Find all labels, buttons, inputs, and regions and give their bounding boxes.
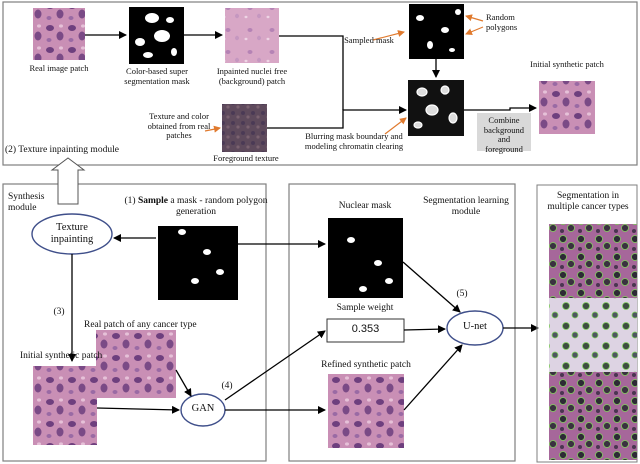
result-tile-1: [549, 224, 637, 298]
texture-note-label: Texture and color obtained from real pat…: [147, 111, 211, 141]
step3-label: (3): [53, 307, 65, 317]
synthesis-module-frame: [2, 183, 267, 462]
nuclear-mask-label: Nuclear mask: [338, 201, 392, 211]
initial-synthetic-patch-top: [539, 81, 595, 134]
sampled-nuclear-mask: [158, 226, 238, 300]
color-mask-blobs: [135, 13, 177, 58]
foreground-texture-patch: [222, 104, 267, 152]
real-patch-label: Real patch of any cancer type: [84, 320, 197, 330]
result-tile-3: [549, 372, 637, 460]
refined-patch-label: Refined synthetic patch: [321, 360, 411, 370]
step1-label: (1) Sample a mask - random polygon gener…: [118, 196, 274, 217]
sampled-mask-label: Sampled mask: [344, 35, 394, 45]
refined-synthetic-patch: [328, 374, 404, 448]
sample-weight-box: [326, 318, 405, 343]
combine-label: Combine background and foreground: [483, 115, 525, 154]
sample-weight-label: Sample weight: [336, 303, 394, 313]
combine-box: [477, 113, 531, 151]
segmentation-module-frame: [288, 183, 516, 462]
step1-number: (1): [124, 196, 136, 206]
blurring-label: Blurring mask boundary and modeling chro…: [304, 131, 404, 151]
segmentation-module-title: Segmentation learning module: [423, 196, 509, 217]
initial-synthetic-patch: [33, 366, 97, 445]
inpainted-background-patch: [225, 8, 279, 63]
nuclear-mask-shapes: [347, 237, 393, 292]
step4-label: (4): [221, 381, 233, 391]
sampled-mask-polygons: [416, 9, 461, 52]
sampled-nuclear-mask-shapes: [178, 229, 224, 284]
real-image-patch: [33, 8, 85, 60]
real-patch-any-cancer: [96, 330, 176, 398]
step1-bold: Sample: [137, 196, 169, 206]
nuclear-mask-image: [328, 218, 403, 298]
initial-synthetic-label: Initial synthetic patch: [20, 351, 103, 361]
initial-synthetic-top-label: Initial synthetic patch: [530, 59, 604, 69]
foreground-texture-label: Foreground texture: [213, 153, 279, 163]
inpainting-module-title: (2) Texture inpainting module: [5, 145, 119, 155]
step5-label: (5): [456, 289, 468, 299]
module-link-arrow: [50, 157, 86, 205]
real-image-patch-label: Real image patch: [29, 63, 89, 73]
color-mask-label: Color-based super segmentation mask: [124, 66, 190, 86]
step1-rest: a mask - random polygon generation: [170, 196, 268, 217]
random-polygons-label: Random polygons: [486, 12, 518, 32]
inpainted-patch-label: Inpainted nuclei free (background) patch: [216, 66, 288, 86]
gan-label[interactable]: GAN: [191, 403, 215, 414]
unet-label[interactable]: U-net: [463, 321, 487, 332]
blurred-mask-nuclei: [413, 85, 458, 129]
texture-inpainting-label[interactable]: Texture inpainting: [50, 222, 94, 245]
synthesis-module-title: Synthesis module: [8, 192, 45, 213]
sample-weight-value: 0.353: [351, 323, 380, 335]
inpainting-module-frame: [2, 1, 638, 166]
result-tile-2: [549, 298, 637, 372]
results-title: Segmentation in multiple cancer types: [547, 191, 629, 212]
